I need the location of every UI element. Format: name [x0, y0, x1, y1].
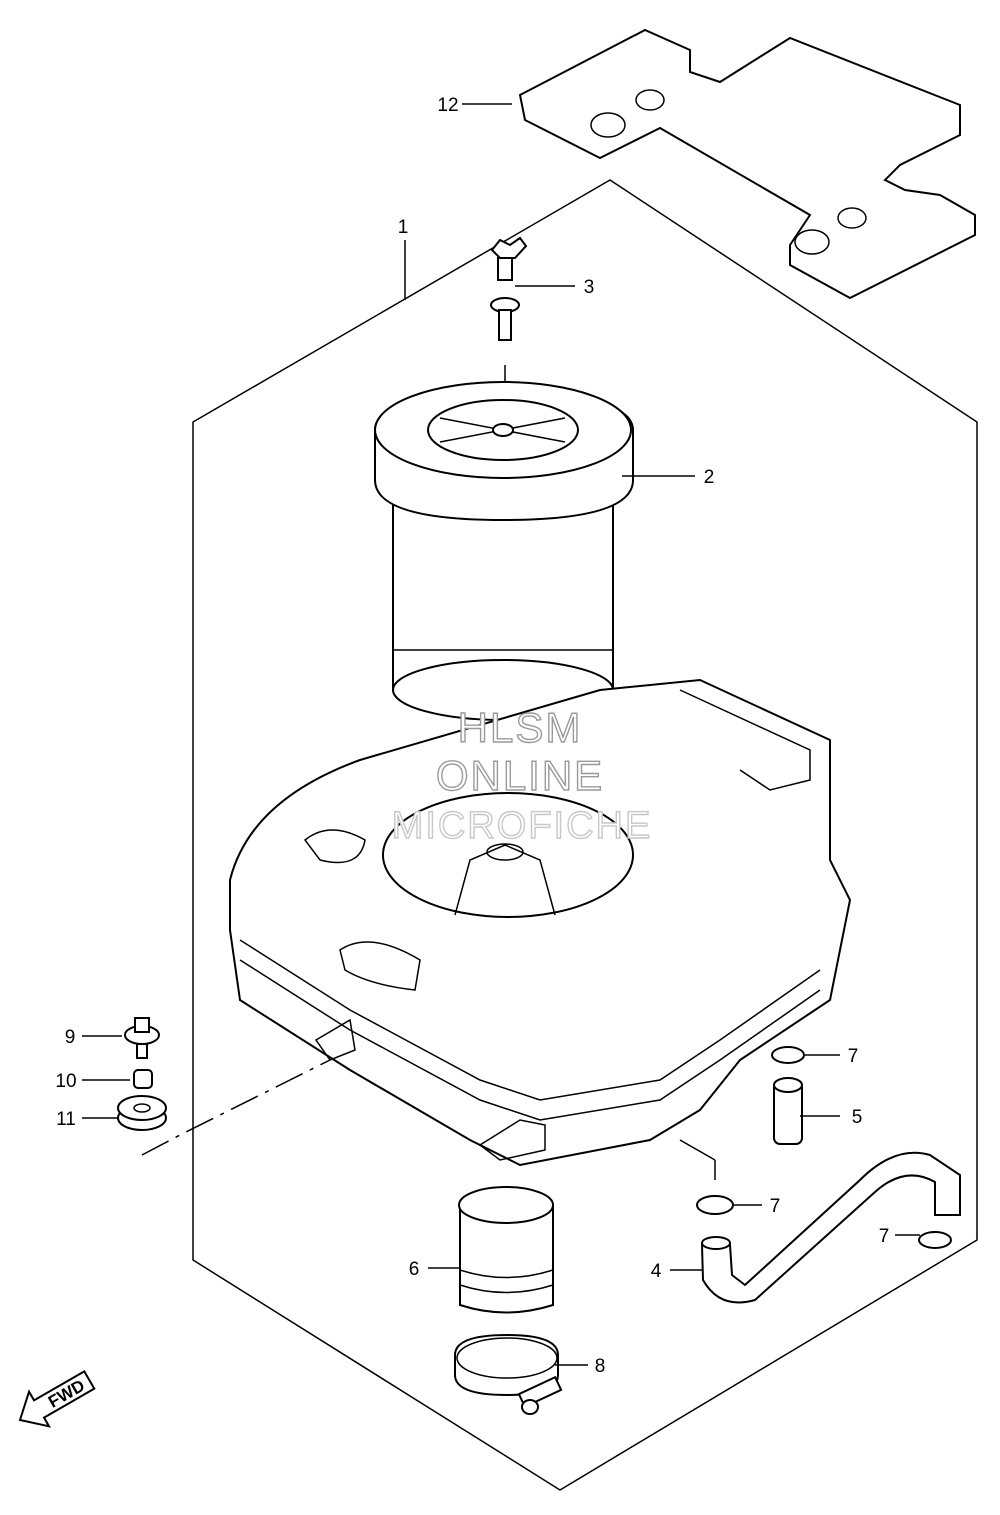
watermark-line-1: HLSM — [458, 704, 583, 751]
callout-7c: 7 — [879, 1226, 890, 1247]
callout-7a: 7 — [848, 1046, 859, 1067]
callout-8: 8 — [595, 1356, 606, 1377]
callout-2: 2 — [704, 467, 715, 488]
callout-5: 5 — [852, 1107, 863, 1128]
callout-4: 4 — [651, 1261, 662, 1282]
watermark: HLSM ONLINE MICROFICHE — [391, 703, 653, 847]
part-10-collar — [133, 1069, 153, 1089]
callout-3: 3 — [584, 277, 595, 298]
part-7-clamp-b — [696, 1195, 734, 1215]
callout-6: 6 — [409, 1259, 420, 1280]
part-1-air-cleaner-case — [229, 678, 852, 1167]
watermark-line-3: MICROFICHE — [392, 805, 653, 847]
watermark-line-2: ONLINE — [436, 752, 604, 799]
callout-11: 11 — [56, 1109, 76, 1130]
part-5-hose — [773, 1077, 803, 1145]
mount-leader — [141, 1059, 331, 1156]
callout-10: 10 — [55, 1071, 76, 1092]
fwd-arrow: FWD — [18, 1369, 96, 1428]
callout-labels: 1 2 3 4 5 6 7 7 7 8 9 10 11 12 — [55, 95, 889, 1377]
callout-12: 12 — [437, 95, 458, 116]
part-3-screw — [490, 236, 528, 440]
part-2-air-filter — [374, 381, 634, 721]
callout-leaders — [82, 103, 920, 1366]
part-7-clamp-a — [771, 1046, 805, 1064]
part-7-clamp-c — [918, 1231, 952, 1249]
callout-7b: 7 — [770, 1196, 781, 1217]
callout-9: 9 — [65, 1027, 76, 1048]
part-6-intake-joint — [458, 1186, 554, 1314]
assembly-outline — [192, 179, 978, 1491]
part-11-grommet — [117, 1095, 167, 1131]
part-4-drain-hose — [700, 1151, 961, 1304]
part-9-bolt — [124, 1017, 160, 1059]
callout-1: 1 — [398, 217, 409, 238]
part-12-gasket — [518, 28, 976, 300]
part-8-band-clamp — [454, 1333, 563, 1415]
